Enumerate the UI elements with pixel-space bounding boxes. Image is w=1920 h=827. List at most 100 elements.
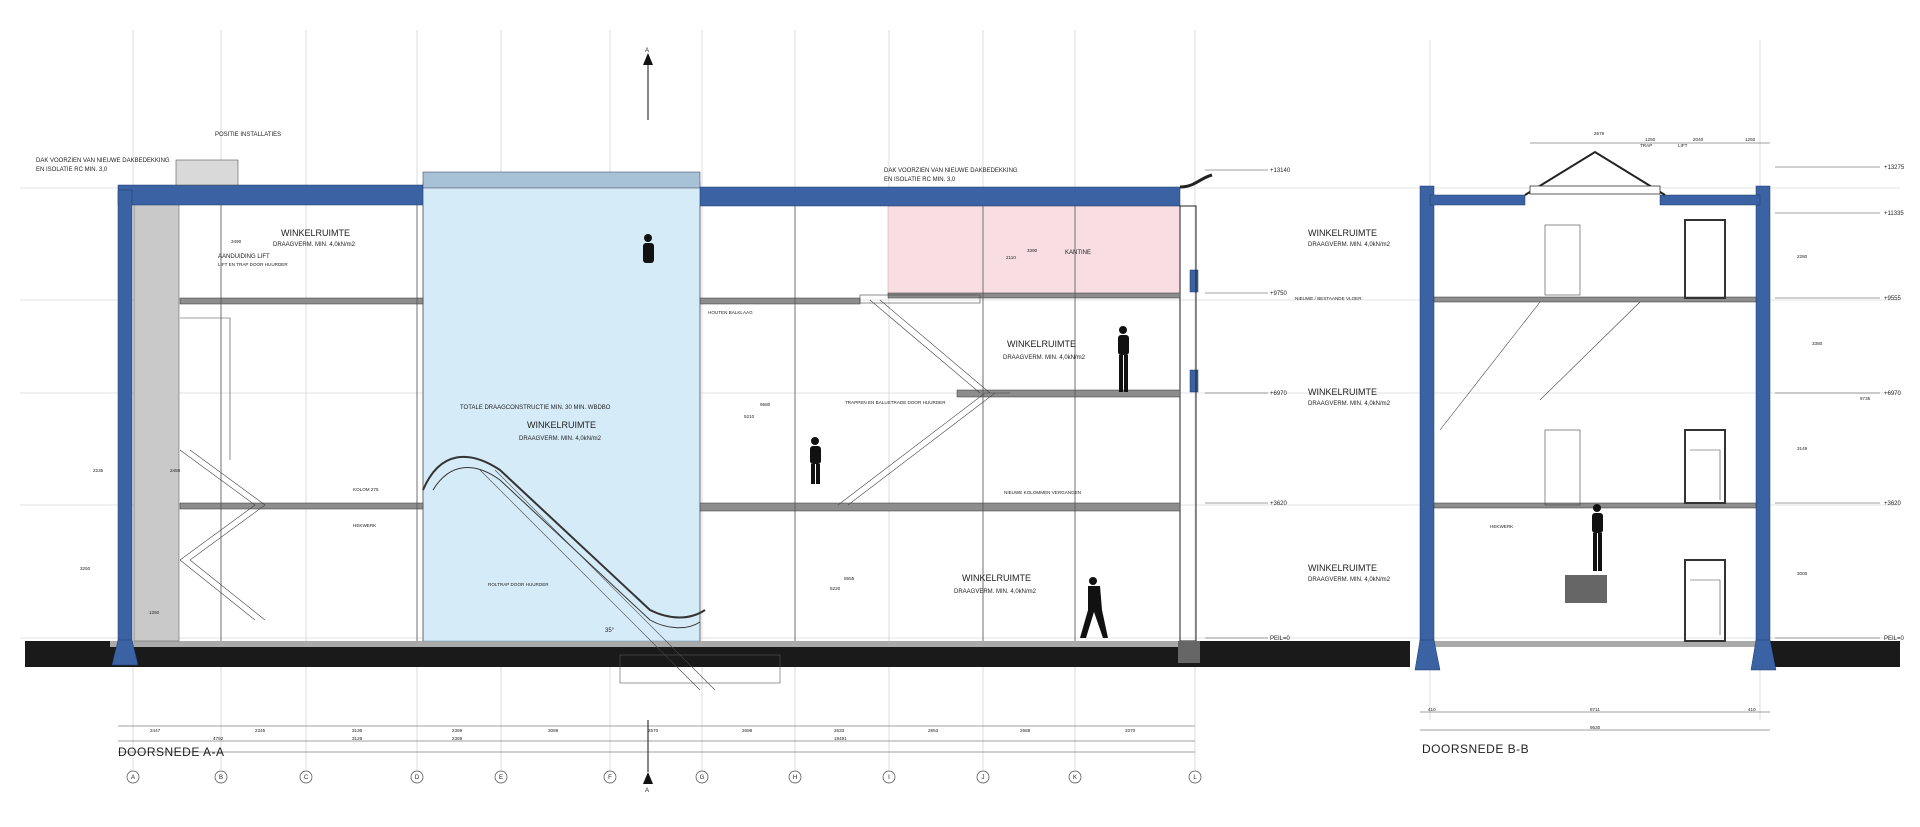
svg-text:B: B [219, 775, 223, 781]
note-roltrap: ROLTRAP DOOR HUURDER [488, 582, 549, 587]
bb-room-winkel-3-load: DRAAGVERM. MIN. 4,0kN/m2 [1308, 577, 1391, 583]
axis-e: E [494, 770, 508, 784]
dim-aa-1: 2447 [150, 728, 161, 733]
roof-gable [1524, 150, 1666, 196]
foundation-bb-left [1414, 639, 1441, 671]
floor-slab-bb-ground [1430, 641, 1760, 647]
level-lines-aa [1205, 169, 1268, 639]
floor-slab-mezzanine [956, 389, 1181, 398]
bb-dim-bottom-1: 410 [1428, 707, 1436, 712]
columns [220, 205, 1076, 641]
lift-shaft-bb-mid [1684, 429, 1726, 504]
text-bb: WINKELRUIMTE DRAAGVERM. MIN. 4,0kN/m2 WI… [1295, 131, 1905, 756]
roof-slab-right [699, 186, 1181, 207]
dim-aa-11: 3370 [1125, 728, 1136, 733]
vdim-aa-4: 2450 [170, 468, 181, 473]
floor-slab-ground [110, 641, 1200, 647]
note-hekwerk: HEKWERK [353, 523, 377, 528]
section-a-a [25, 53, 1380, 784]
kantine-zone [887, 205, 1181, 295]
bb-vdim-3: 3149 [1797, 446, 1808, 451]
lift-shaft [133, 191, 180, 642]
axis-k: K [1068, 770, 1082, 784]
floor-slab-1-left [179, 502, 424, 510]
bb-vdim-4: 3000 [1797, 571, 1808, 576]
level-aa-2: +9750 [1270, 291, 1288, 297]
axis-f: F [603, 770, 617, 784]
note-roof-right-1: DAK VOORZIEN VAN NIEUWE DAKBEDEKKING [884, 168, 1018, 174]
svg-text:L: L [1193, 775, 1197, 781]
svg-text:E: E [499, 775, 503, 781]
dim-aa-10: 2688 [1020, 728, 1031, 733]
section-marker-bottom [643, 720, 653, 784]
person-bb [1592, 504, 1603, 571]
bb-dim-top-4: 1250 [1745, 137, 1756, 142]
room-winkel-4-load: DRAAGVERM. MIN. 4,0kN/m2 [954, 589, 1037, 595]
section-marker-label-bottom: A [645, 788, 649, 794]
level-aa-3: +6970 [1270, 391, 1288, 397]
bb-note-trap: TRAP [1640, 143, 1652, 148]
installation-box [175, 159, 239, 186]
section-marker-label-top: A [645, 48, 649, 54]
ground-band-bb-right [1760, 641, 1900, 667]
axis-i: I [882, 770, 896, 784]
svg-text:F: F [608, 775, 612, 781]
dim-aa-6: 2570 [648, 728, 659, 733]
person-1 [643, 234, 654, 263]
facade-wall-right-1 [1189, 269, 1199, 293]
gable-floor [1529, 185, 1661, 195]
roof-bb-left [1429, 194, 1526, 206]
note-trappen: TRAPPEN EN BALUSTRADE DOOR HUURDER [845, 400, 946, 405]
note-roof-left-1: DAK VOORZIEN VAN NIEUWE DAKBEDEKKING [36, 158, 170, 164]
vdim-aa-10: 5220 [830, 586, 841, 591]
dim-aa-row2-3: 2369 [452, 736, 463, 741]
bb-level-6: PEIL=0 [1884, 636, 1905, 642]
person-2 [810, 437, 821, 484]
note-positie-installaties: POSITIE INSTALLATIES [215, 132, 281, 138]
room-winkel-3-load: DRAAGVERM. MIN. 4,0kN/m2 [1003, 355, 1086, 361]
skylight [422, 171, 701, 189]
foundation-left [111, 639, 139, 666]
axis-g: G [695, 770, 709, 784]
title-doorsnede-aa: DOORSNEDE A-A [118, 745, 225, 759]
level-aa-1: +13140 [1270, 168, 1291, 174]
vdim-aa-3: 9580 [760, 402, 771, 407]
floor-bb-3 [1433, 296, 1757, 303]
lift-shaft-bb-bottom [1684, 559, 1726, 642]
svg-text:K: K [1073, 775, 1077, 781]
kantine-floor [887, 292, 1181, 299]
text-aa: POSITIE INSTALLATIES DAK VOORZIEN VAN NI… [36, 48, 1291, 794]
note-angle: 35° [605, 628, 615, 634]
bb-room-winkel-2-load: DRAAGVERM. MIN. 4,0kN/m2 [1308, 401, 1391, 407]
vdim-aa-7: 3250 [80, 566, 91, 571]
axis-c: C [299, 770, 313, 784]
axis-j: J [976, 770, 990, 784]
axis-d: D [410, 770, 424, 784]
vdim-aa-8: 2110 [1006, 255, 1016, 260]
room-kantine: KANTINE [1065, 250, 1091, 256]
bb-vdim-2: 3380 [1812, 341, 1823, 346]
note-roof-left-2: EN ISOLATIE RC MIN. 3,0 [36, 167, 108, 173]
floor-slab-2-left [179, 297, 424, 305]
wall-bb-right [1755, 185, 1771, 667]
stair-lines-bb [1439, 224, 1721, 635]
level-lines-bb [1420, 142, 1880, 731]
vdim-aa-1: 3490 [231, 239, 242, 244]
axis-bubbles: A B C D E F G H I J K L [126, 770, 1202, 784]
vdim-aa-6: 2235 [93, 468, 104, 473]
dim-aa-5: 3089 [548, 728, 559, 733]
bb-room-winkel-2: WINKELRUIMTE [1308, 387, 1377, 397]
axis-b: B [214, 770, 228, 784]
lift-shaft-bb-top [1684, 219, 1726, 299]
axis-h: H [788, 770, 802, 784]
dim-aa-3: 3136 [352, 728, 363, 733]
foundation-bb-right [1750, 639, 1777, 671]
level-aa-4: +3620 [1270, 501, 1288, 507]
bb-dim-top-1: 2676 [1594, 131, 1605, 136]
bb-level-4: +6970 [1884, 391, 1902, 397]
bb-room-winkel-3: WINKELRUIMTE [1308, 563, 1377, 573]
dim-lines-aa [118, 725, 1195, 753]
note-houten-balklaag: HOUTEN BALKLAAG [708, 310, 753, 315]
roof-slab-left [117, 184, 424, 206]
